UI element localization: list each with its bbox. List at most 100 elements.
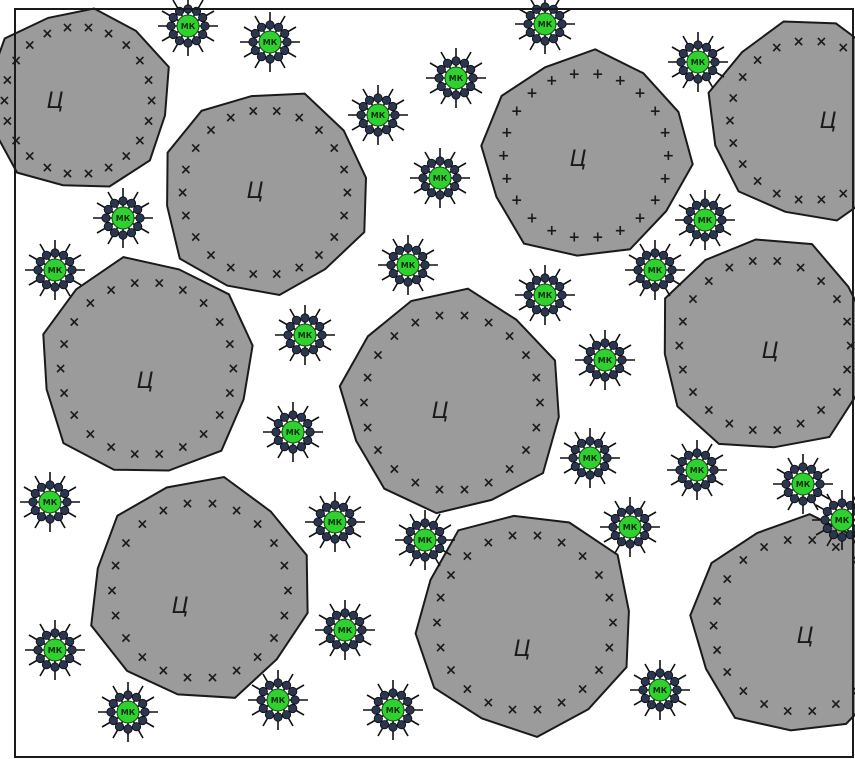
micelle-head xyxy=(167,22,175,30)
micelle: МК xyxy=(426,48,486,108)
surface-charge: × xyxy=(24,37,36,53)
micelle-head xyxy=(274,53,282,61)
surface-charge: × xyxy=(752,174,764,190)
surface-charge: × xyxy=(177,282,189,298)
grain-label: Ц xyxy=(796,624,813,649)
micelle-head xyxy=(421,182,429,190)
micelle-head xyxy=(421,553,429,561)
micelle-head xyxy=(282,711,290,719)
surface-charge: × xyxy=(106,583,118,599)
micelle-head xyxy=(382,96,390,104)
cement-grain: ××××××××××××××××××××××Ц xyxy=(43,257,252,470)
grain-label: Ц xyxy=(761,339,778,364)
micelle-head xyxy=(577,439,585,447)
micelle-head xyxy=(419,269,427,277)
micelle-head xyxy=(397,691,405,699)
cement-grain: ××××××××××××××××××××××Ц xyxy=(690,514,855,730)
micelle-head xyxy=(701,233,709,241)
surface-charge: + xyxy=(546,223,558,239)
micelle-head xyxy=(404,697,412,705)
micelle-head xyxy=(556,28,564,36)
micelle-head xyxy=(436,157,444,165)
micelle-head xyxy=(701,199,709,207)
micelle-core-label: МК xyxy=(598,356,613,365)
micelle-head xyxy=(66,654,74,662)
micelle-head xyxy=(289,704,297,712)
micelle-head xyxy=(68,646,76,654)
surface-charge: × xyxy=(435,640,447,656)
surface-charge: × xyxy=(328,230,340,246)
micelle-head xyxy=(404,244,412,252)
micelle-head xyxy=(823,507,831,515)
micelle-head xyxy=(404,536,412,544)
surface-charge: × xyxy=(507,702,519,718)
micelle-head xyxy=(541,37,549,45)
micelle-head xyxy=(708,474,716,482)
micelle-head xyxy=(532,35,540,43)
micelle-head xyxy=(421,261,429,269)
micelle-core-label: МК xyxy=(835,516,850,525)
micelle-head xyxy=(109,716,117,724)
micelle-head xyxy=(397,721,405,729)
surface-charge: × xyxy=(282,583,294,599)
micelle-head xyxy=(601,445,609,453)
micelle-head xyxy=(63,498,71,506)
micelle-core-label: МК xyxy=(538,20,553,29)
micelle-head xyxy=(292,346,300,354)
micelle-head xyxy=(406,544,414,552)
micelle-head xyxy=(199,30,207,38)
micelle-head xyxy=(676,466,684,474)
surface-charge: + xyxy=(498,148,510,164)
micelle-head xyxy=(374,128,382,136)
micelle-head xyxy=(341,609,349,617)
micelle-head xyxy=(436,527,444,535)
micelle-head xyxy=(524,291,532,299)
micelle-head xyxy=(274,419,282,427)
micelle-head xyxy=(42,251,50,259)
surface-charge: × xyxy=(556,695,568,711)
micelle-core-label: МК xyxy=(583,454,598,463)
surface-charge: × xyxy=(10,53,22,69)
micelle-head xyxy=(110,199,118,207)
micelle-head xyxy=(274,436,282,444)
micelle-head xyxy=(541,274,549,282)
micelle-head xyxy=(249,38,257,46)
surface-charge: × xyxy=(83,166,95,182)
grain-label: Ц xyxy=(136,369,153,394)
micelle-head xyxy=(283,38,291,46)
micelle-core-label: МК xyxy=(43,498,58,507)
micelle-head xyxy=(617,508,625,516)
micelle-head xyxy=(651,283,659,291)
surface-charge: × xyxy=(58,385,70,401)
micelle-head xyxy=(51,663,59,671)
surface-charge: × xyxy=(687,292,699,308)
surface-charge: × xyxy=(120,535,132,551)
micelle-head xyxy=(451,182,459,190)
micelle-head xyxy=(141,708,149,716)
surface-charge: × xyxy=(129,447,141,463)
micelle-head xyxy=(34,266,42,274)
micelle-head xyxy=(677,58,685,66)
micelle-head xyxy=(331,535,339,543)
micelle-head xyxy=(291,696,299,704)
micelle-head xyxy=(59,281,67,289)
micelle-head xyxy=(348,518,356,526)
micelle-core-label: МК xyxy=(48,266,63,275)
micelle-head xyxy=(592,341,600,349)
micelle-head xyxy=(297,443,305,451)
micelle-head xyxy=(356,634,364,642)
micelle-head xyxy=(816,480,824,488)
micelle-head xyxy=(807,465,815,473)
surface-charge: × xyxy=(225,110,237,126)
surface-charge: × xyxy=(738,683,750,699)
surface-charge: × xyxy=(358,395,370,411)
micelle-head xyxy=(671,694,679,702)
surface-charge: × xyxy=(724,260,736,276)
micelle-head xyxy=(265,711,273,719)
surface-charge: × xyxy=(190,230,202,246)
micelle-head xyxy=(102,214,110,222)
surface-charge: × xyxy=(830,539,842,555)
micelle-head xyxy=(199,13,207,21)
surface-charge: + xyxy=(501,125,513,141)
micelle: МК xyxy=(25,620,85,680)
